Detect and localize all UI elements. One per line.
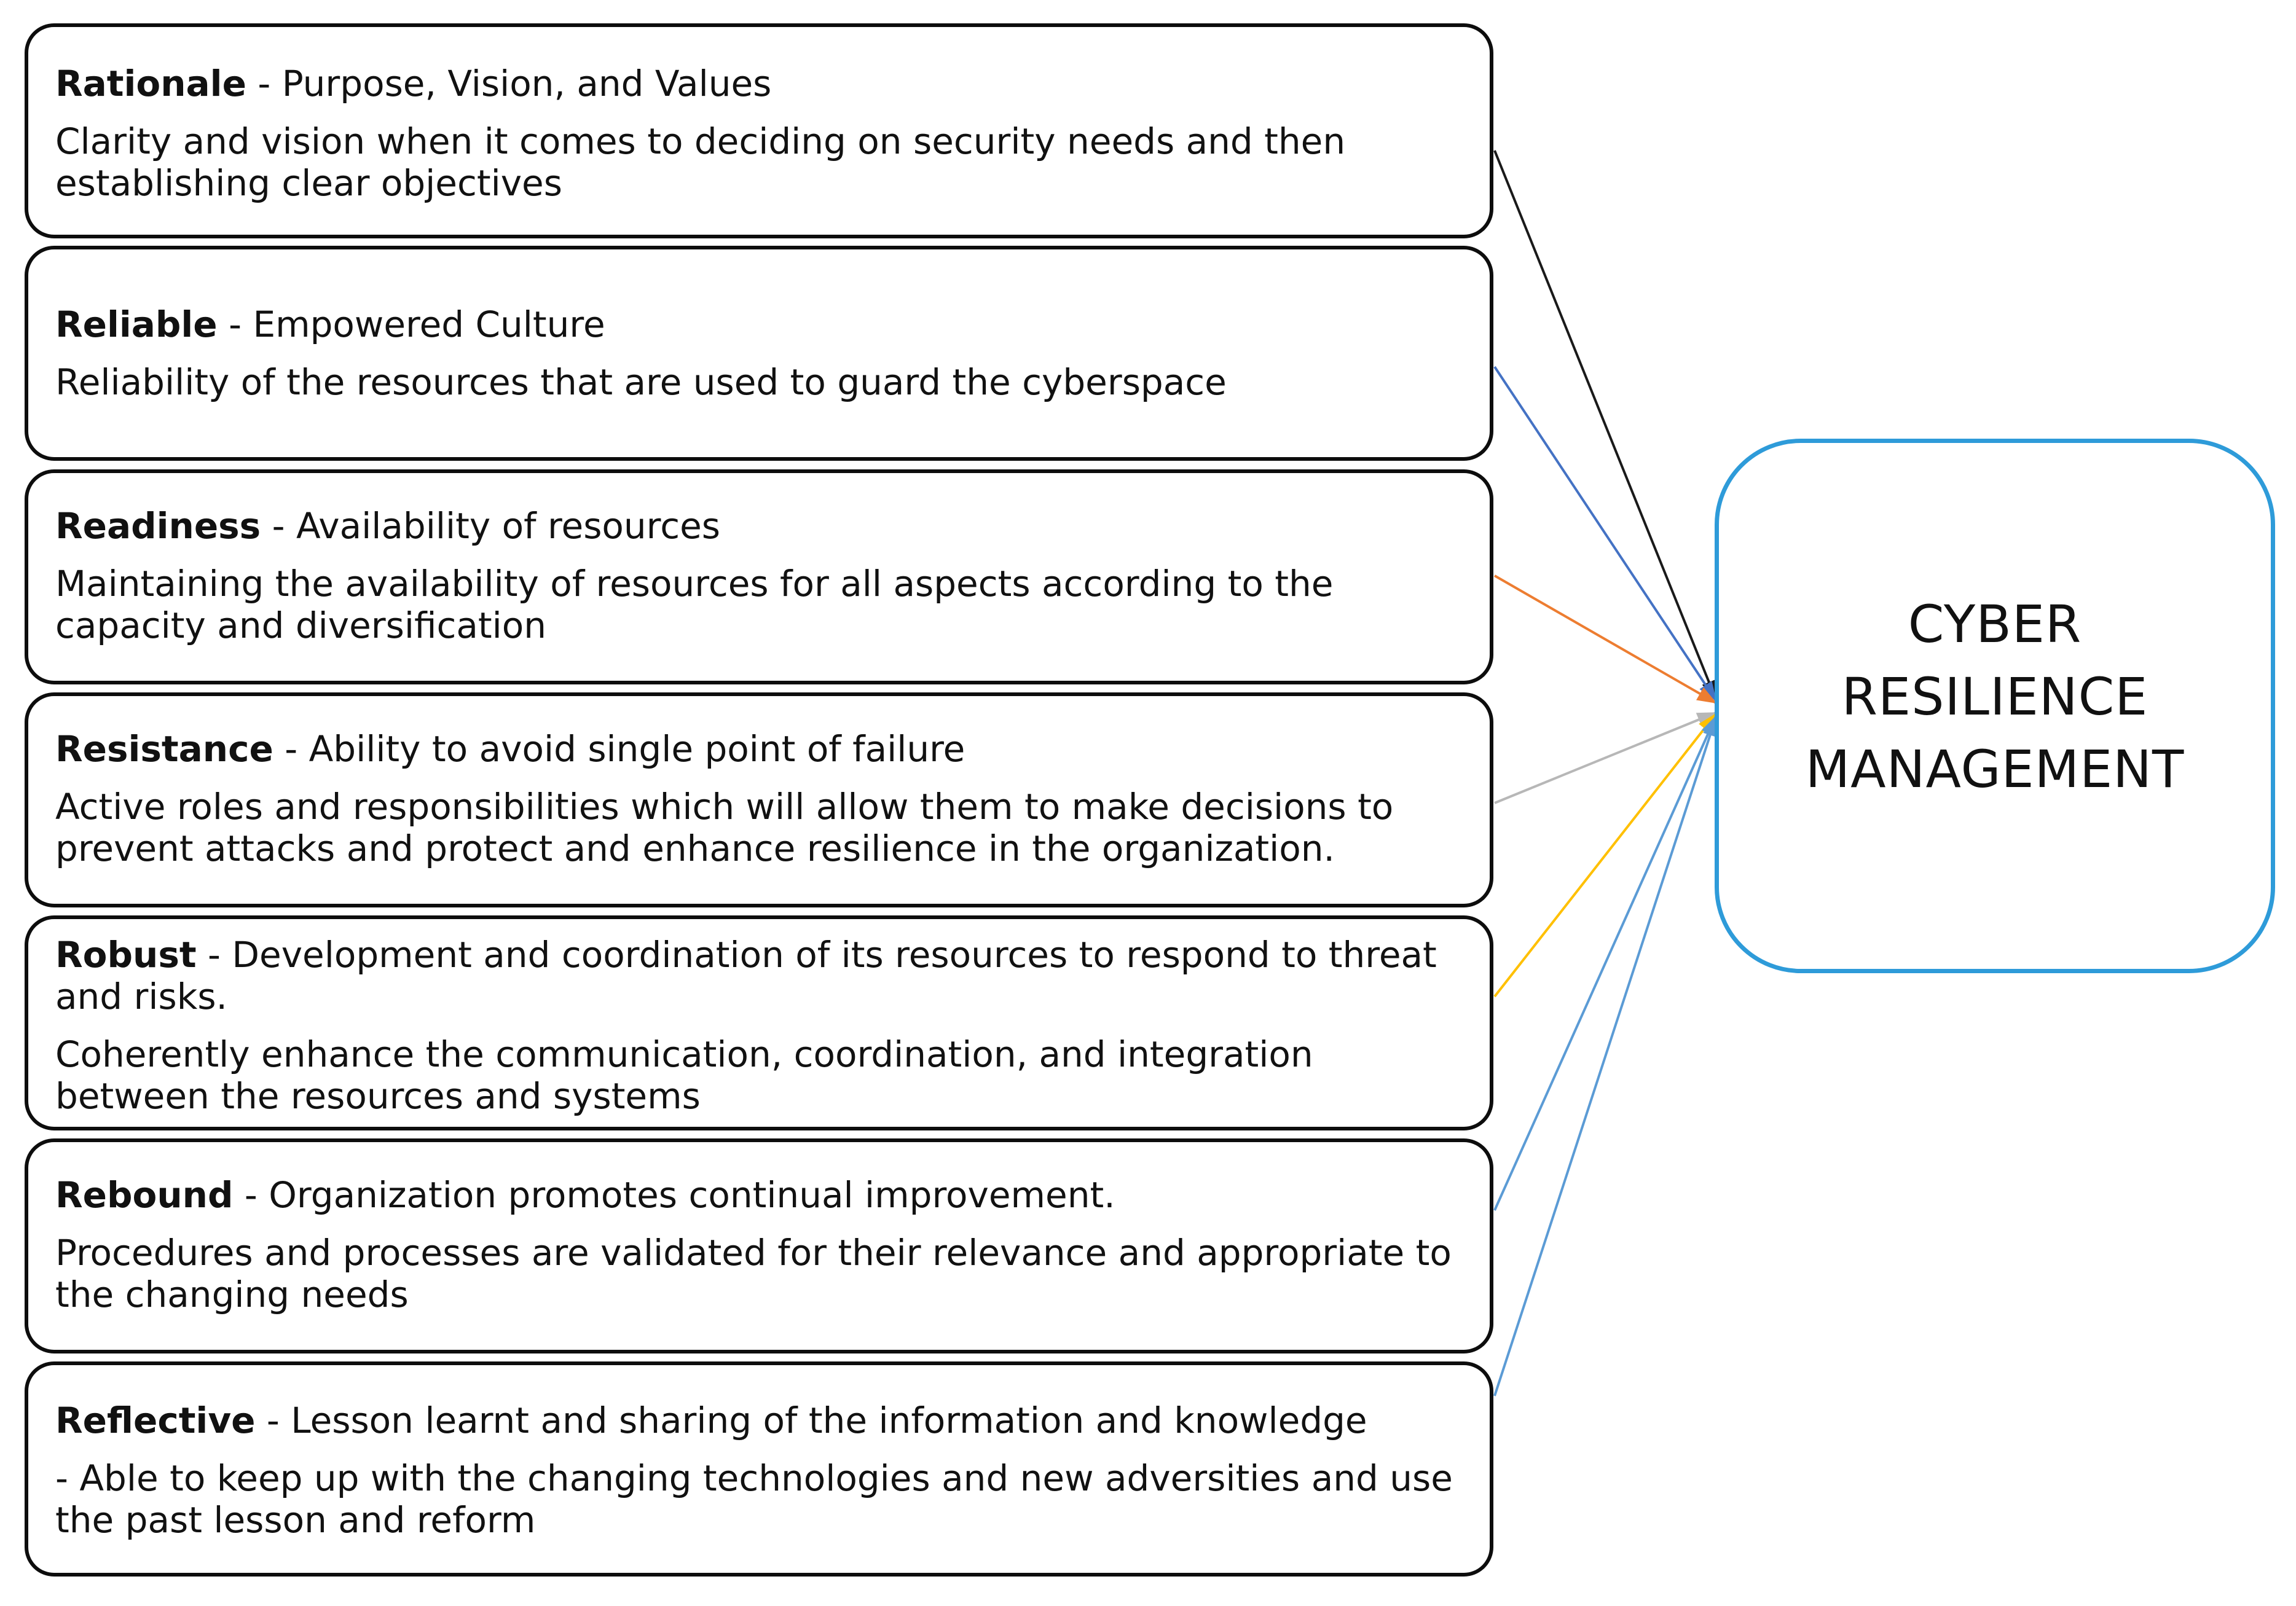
connector-reliable [1493,366,1717,702]
rebound-term: Rebound [55,1174,234,1216]
reliable-term: Reliable [55,304,218,345]
connector-robust [1493,713,1717,998]
connector-reflective [1493,716,1718,1396]
rebound-description: Procedures and processes are validated f… [55,1232,1452,1315]
cyber-resilience-management-box: CYBER RESILIENCE MANAGEMENT [1715,439,2275,973]
reliable-description: Reliability of the resources that are us… [55,361,1227,403]
readiness-term: Readiness [55,505,261,547]
box-rebound: Rebound - Organization promotes continua… [25,1138,1493,1353]
rationale-description: Clarity and vision when it comes to deci… [55,120,1346,204]
robust-subtitle: - Development and coordination of its re… [55,934,1437,1017]
rationale-subtitle: - Purpose, Vision, and Values [246,63,772,104]
robust-term: Robust [55,934,197,976]
resistance-subtitle: - Ability to avoid single point of failu… [273,728,965,770]
connector-resistance [1494,711,1717,804]
connector-readiness [1494,574,1717,704]
rationale-term: Rationale [55,63,246,104]
target-title: CYBER RESILIENCE MANAGEMENT [1805,594,2185,799]
reliable-subtitle: - Empowered Culture [217,304,605,345]
resistance-description: Active roles and responsibilities which … [55,786,1394,869]
reflective-term: Reflective [55,1400,256,1441]
resistance-term: Resistance [55,728,273,770]
rebound-subtitle: - Organization promotes continual improv… [233,1174,1115,1216]
reflective-subtitle: - Lesson learnt and sharing of the infor… [255,1400,1367,1441]
connector-rebound [1493,715,1717,1211]
box-resistance: Resistance - Ability to avoid single poi… [25,692,1493,907]
box-readiness: Readiness - Availability of resources Ma… [25,469,1493,684]
readiness-description: Maintaining the availability of resource… [55,563,1334,646]
reflective-description: - Able to keep up with the changing tech… [55,1457,1453,1541]
robust-description: Coherently enhance the communication, co… [55,1033,1313,1117]
readiness-subtitle: - Availability of resources [261,505,721,547]
box-reliable: Reliable - Empowered Culture Reliability… [25,246,1493,461]
box-rationale: Rationale - Purpose, Vision, and Values … [25,23,1493,238]
box-reflective: Reflective - Lesson learnt and sharing o… [25,1361,1493,1577]
connector-rationale [1493,150,1717,700]
box-robust: Robust - Development and coordination of… [25,915,1493,1130]
